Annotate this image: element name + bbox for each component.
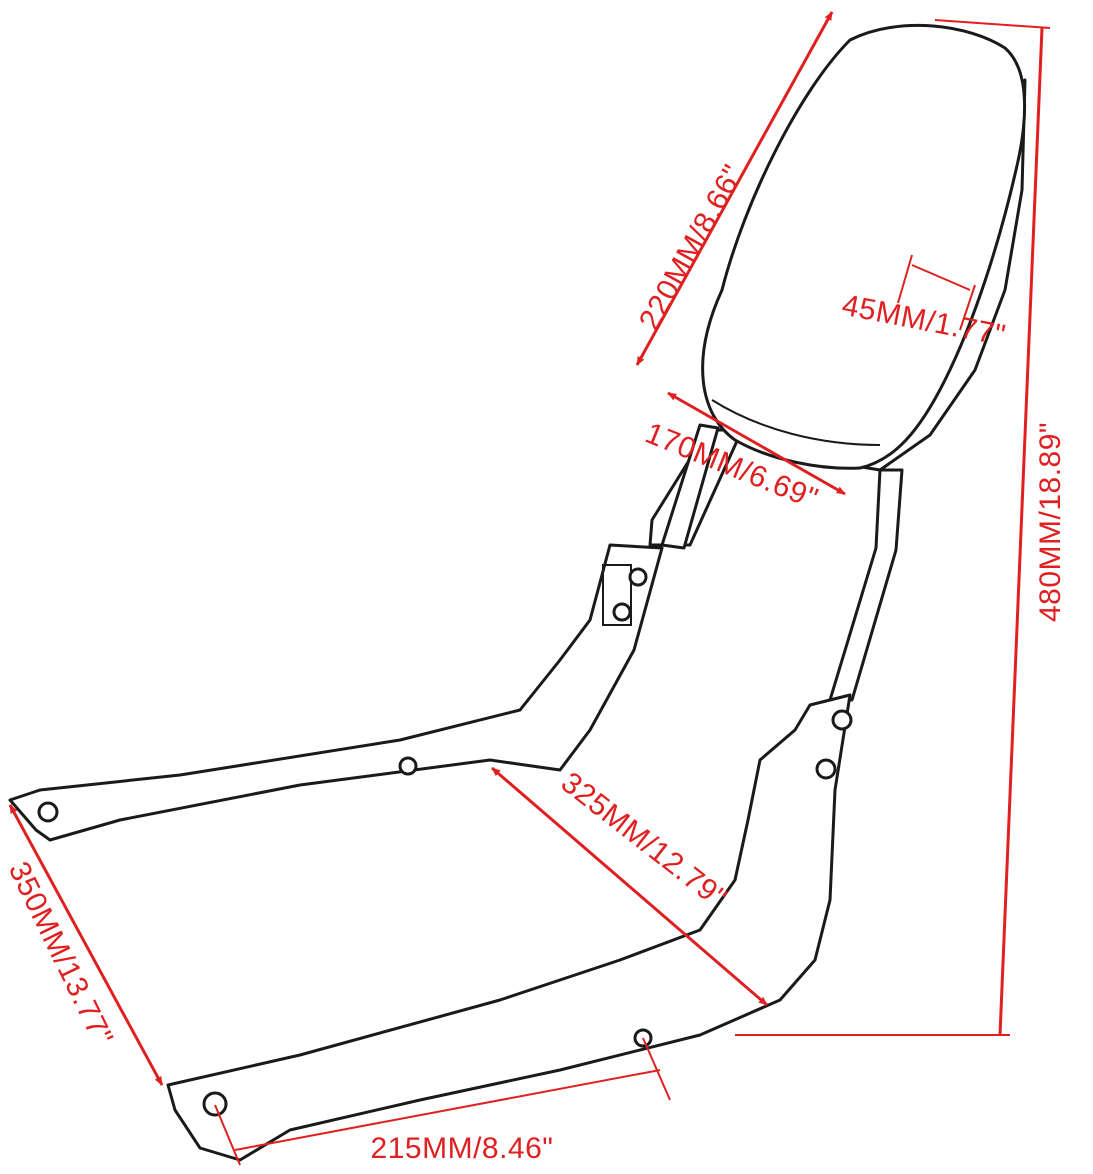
bolt-right-lower bbox=[815, 758, 837, 780]
dim-side-spacing-line bbox=[8, 804, 164, 1086]
label-total-height: 480MM/18.89" bbox=[1034, 422, 1067, 622]
dim-bottom-spacing-line bbox=[234, 1069, 661, 1151]
dim-bottom-spacing-ext-right bbox=[642, 1037, 671, 1101]
label-side-spacing: 350MM/13.77" bbox=[2, 857, 119, 1051]
dim-bottom-spacing-ext-left bbox=[214, 1104, 241, 1166]
bolt-left-upper bbox=[628, 567, 648, 587]
hole-left-plate-end bbox=[37, 801, 59, 823]
label-side-plate: 325MM/12.79" bbox=[555, 766, 733, 915]
hole-right-plate-end bbox=[202, 1091, 228, 1117]
backrest-pad-face bbox=[701, 23, 1027, 470]
dimension-lines bbox=[8, 11, 1051, 1166]
right-upright-tube bbox=[828, 468, 904, 702]
hole-left-plate-inner bbox=[398, 756, 418, 776]
bolt-right-upper bbox=[831, 709, 853, 731]
bolt-left-lower bbox=[612, 602, 632, 622]
dim-pad-thickness-ext-right bbox=[959, 284, 976, 331]
dim-pad-height-line bbox=[635, 11, 834, 366]
label-bottom-spacing: 215MM/8.46" bbox=[371, 1132, 554, 1165]
left-clamp-bracket bbox=[602, 564, 632, 626]
dim-pad-width-line bbox=[667, 391, 846, 496]
dim-pad-thickness-ext-left bbox=[897, 254, 913, 304]
dim-total-height-line bbox=[998, 27, 1044, 1036]
dim-side-plate-line bbox=[491, 766, 768, 1007]
backrest-illustration bbox=[8, 23, 1027, 1162]
dim-total-height-ext-top bbox=[934, 19, 1051, 29]
dim-pad-thickness-line bbox=[911, 264, 971, 291]
